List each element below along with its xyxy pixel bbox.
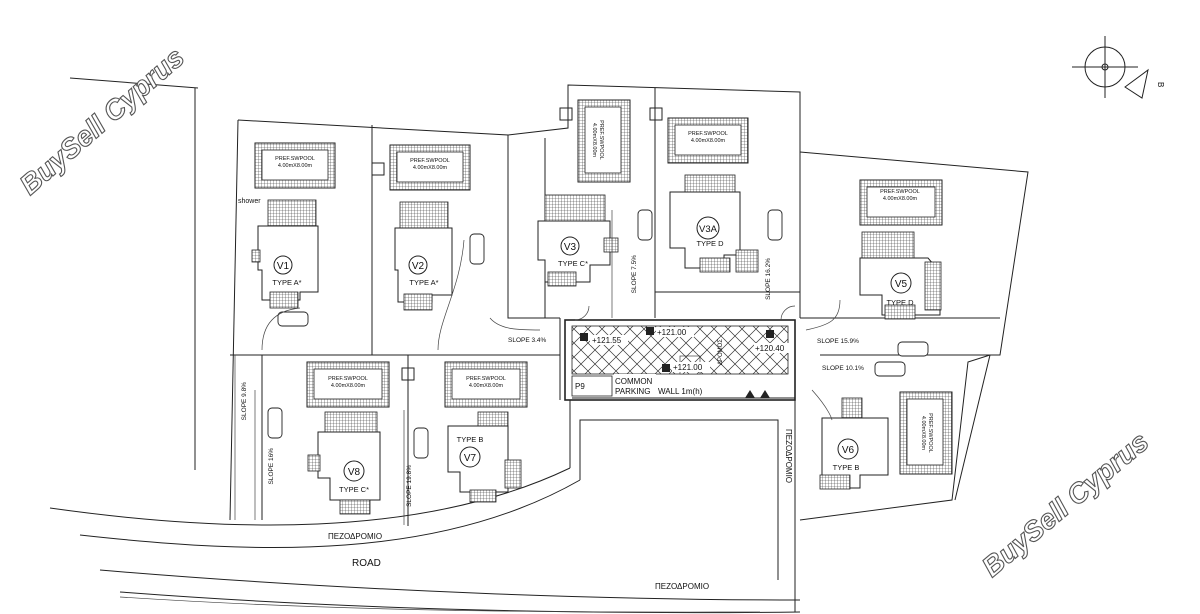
pool-label: PREF.SWPOOL xyxy=(275,156,315,162)
slope-label: SLOPE 9.8% xyxy=(241,382,248,421)
kiosk-box xyxy=(559,107,573,121)
driveways xyxy=(234,210,841,525)
cars xyxy=(267,209,929,459)
common-parking-label: COMMON xyxy=(615,377,653,386)
villa-id: V8 xyxy=(348,467,361,478)
villa-id: V7 xyxy=(464,453,477,464)
pool-label: 4.00mX8.00m xyxy=(883,196,918,202)
villa-id: V3 xyxy=(564,242,577,253)
villa-tags: V1 TYPE A* V2 TYPE A* V3 TYPE C* V3A TYP… xyxy=(272,216,914,494)
villa-id: V6 xyxy=(842,445,855,456)
villa-type: TYPE C* xyxy=(339,485,369,494)
plot-boundaries xyxy=(229,84,1029,526)
slope-label: SLOPE 16% xyxy=(268,448,275,485)
slope-label: SLOPE 19.8% xyxy=(406,465,413,507)
villa-type: TYPE B xyxy=(833,463,860,472)
kiosk-box xyxy=(371,162,385,176)
slope-label: SLOPE 10.1% xyxy=(822,365,864,372)
villa-type: TYPE C* xyxy=(558,259,588,268)
pool-label: 4.00mX8.00m xyxy=(920,416,926,451)
pool-label: 4.00mX8.00m xyxy=(413,165,448,171)
road-network xyxy=(49,77,801,614)
level-label: +121.00 xyxy=(657,328,687,337)
villa-type: TYPE A* xyxy=(272,278,301,287)
villa-id: V1 xyxy=(277,261,290,272)
kiosk-box xyxy=(649,107,663,121)
pools xyxy=(254,99,953,475)
slope-label: SLOPE 7.5% xyxy=(631,255,638,294)
slope-label: SLOPE 16.2% xyxy=(765,258,772,300)
road-vertical-label: ΔΡΟΜΟΣ xyxy=(718,339,724,365)
footpath-label: ΠΕΖΟΔΡΟΜΙΟ xyxy=(655,582,709,591)
pool-label: PREF.SWPOOL xyxy=(688,131,728,137)
pool-label: 4.00mX8.00m xyxy=(691,138,726,144)
kiosk-box xyxy=(401,367,415,381)
parking-labels: +121.55 +121.00 +121.00 +120.40 P9 COMMO… xyxy=(575,327,792,396)
level-label: +121.55 xyxy=(592,336,622,345)
villa-id: V3A xyxy=(699,224,718,235)
pool-label: PREF.SWPOOL xyxy=(598,120,604,160)
compass-icon: B xyxy=(1072,36,1165,99)
footpath-label: ΠΕΖΟΔΡΟΜΙΟ xyxy=(328,532,382,541)
pool-label: 4.00mX8.00m xyxy=(331,383,366,389)
watermark-bottom-right: BuySell Cyprus xyxy=(976,426,1154,583)
pool-label: PREF.SWPOOL xyxy=(410,158,450,164)
level-label: +121.00 xyxy=(673,363,703,372)
villa-type: TYPE B xyxy=(457,435,484,444)
villa-type: TYPE D xyxy=(886,298,914,307)
footpath-label: ΠΕΖΟΔΡΟΜΙΟ xyxy=(784,429,793,483)
pool-label: PREF.SWPOOL xyxy=(927,413,933,453)
pool-labels: PREF.SWPOOL 4.00mX8.00m PREF.SWPOOL 4.00… xyxy=(275,120,933,453)
pool-label: PREF.SWPOOL xyxy=(880,189,920,195)
compass-letter: B xyxy=(1156,82,1165,87)
slope-labels: SLOPE 3.4% SLOPE 7.5% SLOPE 16.2% SLOPE … xyxy=(241,255,864,507)
villa-id: V5 xyxy=(895,279,908,290)
pool-label: 4.00mX8.00m xyxy=(591,123,597,158)
slope-label: SLOPE 3.4% xyxy=(508,337,547,344)
slope-label: SLOPE 15.9% xyxy=(817,338,859,345)
pool-label: PREF.SWPOOL xyxy=(466,376,506,382)
parking-space-label: P9 xyxy=(575,382,585,391)
villa-id: V2 xyxy=(412,261,425,272)
common-parking-label: PARKING xyxy=(615,387,650,396)
road-label: ROAD xyxy=(352,558,381,569)
villa-type: TYPE D xyxy=(696,239,724,248)
pool-label: PREF.SWPOOL xyxy=(328,376,368,382)
pool-label: 4.00mX8.00m xyxy=(278,163,313,169)
level-label: +120.40 xyxy=(755,344,785,353)
shower-label: shower xyxy=(238,198,261,205)
pool-label: 4.00mX8.00m xyxy=(469,383,504,389)
villa-type: TYPE A* xyxy=(409,278,438,287)
wall-label: WALL 1m(h) xyxy=(658,387,703,396)
watermark-top-left: BuySell Cyprus xyxy=(14,41,191,200)
